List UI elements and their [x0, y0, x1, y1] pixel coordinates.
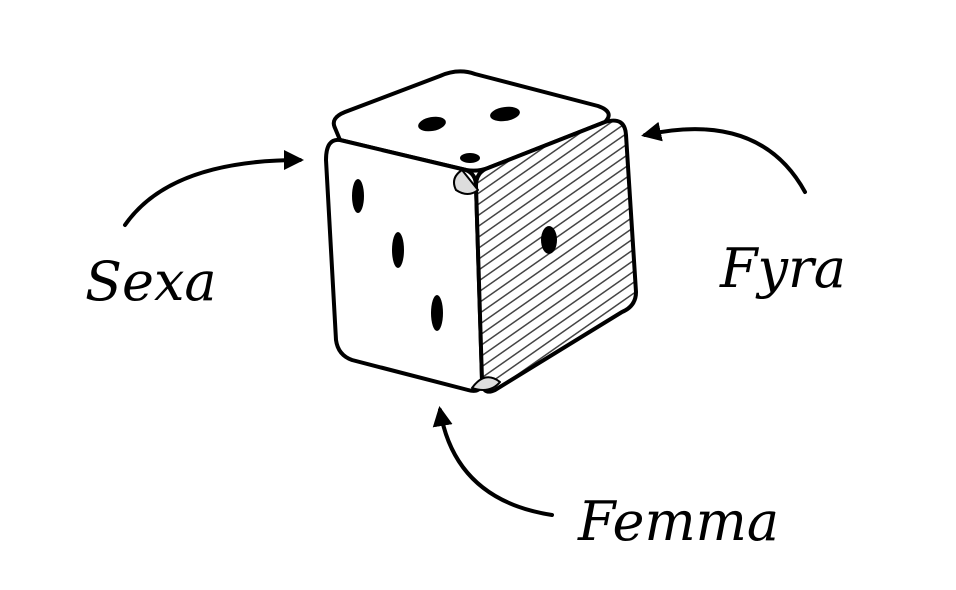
- die-front-edge: [453, 169, 501, 391]
- pip: [352, 179, 364, 213]
- pip: [460, 153, 480, 163]
- pip: [541, 226, 557, 254]
- die: [324, 69, 638, 394]
- label-fyra: Fyra: [719, 237, 846, 300]
- arrows: [123, 121, 807, 517]
- pip: [490, 106, 520, 122]
- pip: [418, 116, 446, 132]
- label-sexa: Sexa: [85, 250, 217, 313]
- arrow-fyra: [641, 121, 807, 194]
- die-right-face: [474, 118, 638, 394]
- arrow-femma: [432, 406, 554, 517]
- arrow-sexa: [123, 150, 304, 227]
- label-femma: Femma: [577, 490, 779, 553]
- pips: [352, 106, 557, 331]
- pip: [392, 232, 404, 268]
- pip: [431, 295, 443, 331]
